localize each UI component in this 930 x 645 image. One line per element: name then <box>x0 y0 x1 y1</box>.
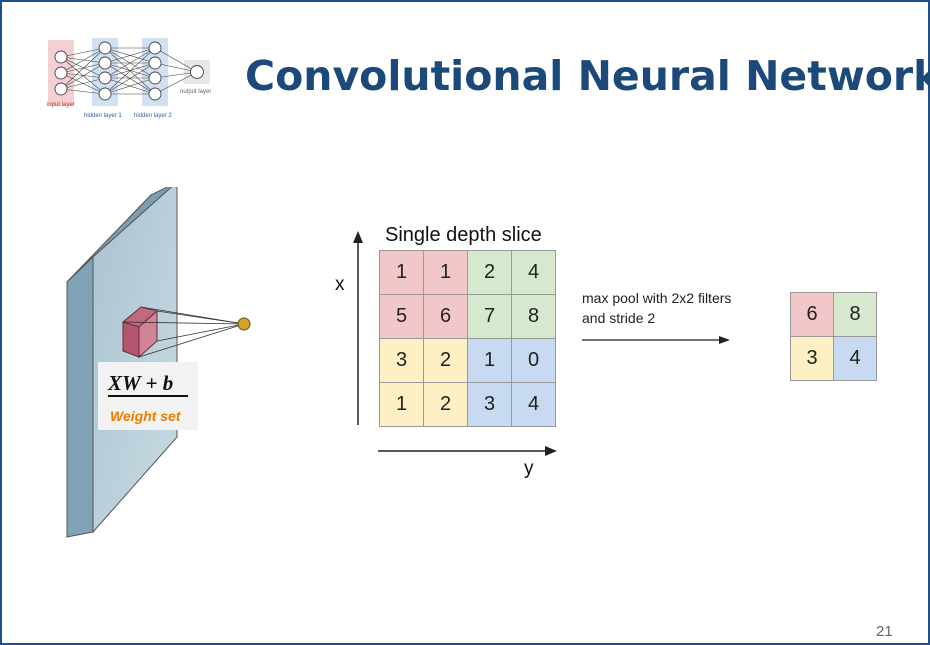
depth-slice-title: Single depth slice <box>385 224 542 246</box>
hidden-layer-1-label: hidden layer 1 <box>84 113 122 119</box>
input-grid-cell: 1 <box>468 339 512 383</box>
input-grid-cell: 1 <box>424 251 468 295</box>
pool-operation-text: max pool with 2x2 filters and stride 2 <box>582 288 731 328</box>
pool-arrow <box>582 336 730 344</box>
input-grid-cell: 1 <box>380 251 424 295</box>
input-grid-cell: 3 <box>468 383 512 427</box>
nn-nodes <box>54 41 204 101</box>
weight-set-label: Weight set <box>110 408 181 424</box>
output-neuron <box>237 317 251 331</box>
input-grid-cell: 8 <box>512 295 556 339</box>
input-grid-cell: 2 <box>424 383 468 427</box>
input-grid-cell: 0 <box>512 339 556 383</box>
input-grid-cell: 4 <box>512 251 556 295</box>
input-grid-cell: 3 <box>380 339 424 383</box>
input-grid-cell: 4 <box>512 383 556 427</box>
input-layer-label: input layer <box>47 102 75 108</box>
pool-operation-line-2: and stride 2 <box>582 310 656 326</box>
pool-operation-line-1: max pool with 2x2 filters <box>582 290 732 306</box>
page-number: 21 <box>876 623 893 640</box>
input-grid-cell: 6 <box>424 295 468 339</box>
output-grid-cell: 8 <box>834 293 877 337</box>
volume-edge <box>66 255 94 538</box>
x-axis-label: x <box>335 274 345 295</box>
nn-connections <box>60 47 198 95</box>
volume-front-face <box>92 187 178 534</box>
formula: XW + b <box>108 371 174 395</box>
pool-arrow-head <box>719 336 730 344</box>
output-layer-label: output layer <box>180 89 211 95</box>
receptive-field-left <box>122 321 140 358</box>
y-axis-arrow <box>545 446 557 456</box>
x-axis-arrow <box>353 231 363 243</box>
output-grid-cell: 3 <box>791 337 834 381</box>
slide-title: Convolutional Neural Network <box>245 52 930 100</box>
output-grid-cell: 4 <box>834 337 877 381</box>
input-grid-cell: 2 <box>424 339 468 383</box>
conv-volume-illustration <box>66 187 251 539</box>
projection-lines <box>122 306 245 358</box>
input-grid-cell: 7 <box>468 295 512 339</box>
output-grid-cell: 6 <box>791 293 834 337</box>
input-grid-cell: 5 <box>380 295 424 339</box>
input-grid-cell: 2 <box>468 251 512 295</box>
nn-thumbnail: input layer hidden layer 1 hidden layer … <box>47 38 211 119</box>
hidden-layer-2-label: hidden layer 2 <box>134 113 172 119</box>
formula-underline <box>108 395 188 397</box>
input-grid-cell: 1 <box>380 383 424 427</box>
pooling-axes <box>353 231 557 456</box>
y-axis-label: y <box>524 458 534 479</box>
formula-box: XW + b Weight set <box>98 362 198 430</box>
